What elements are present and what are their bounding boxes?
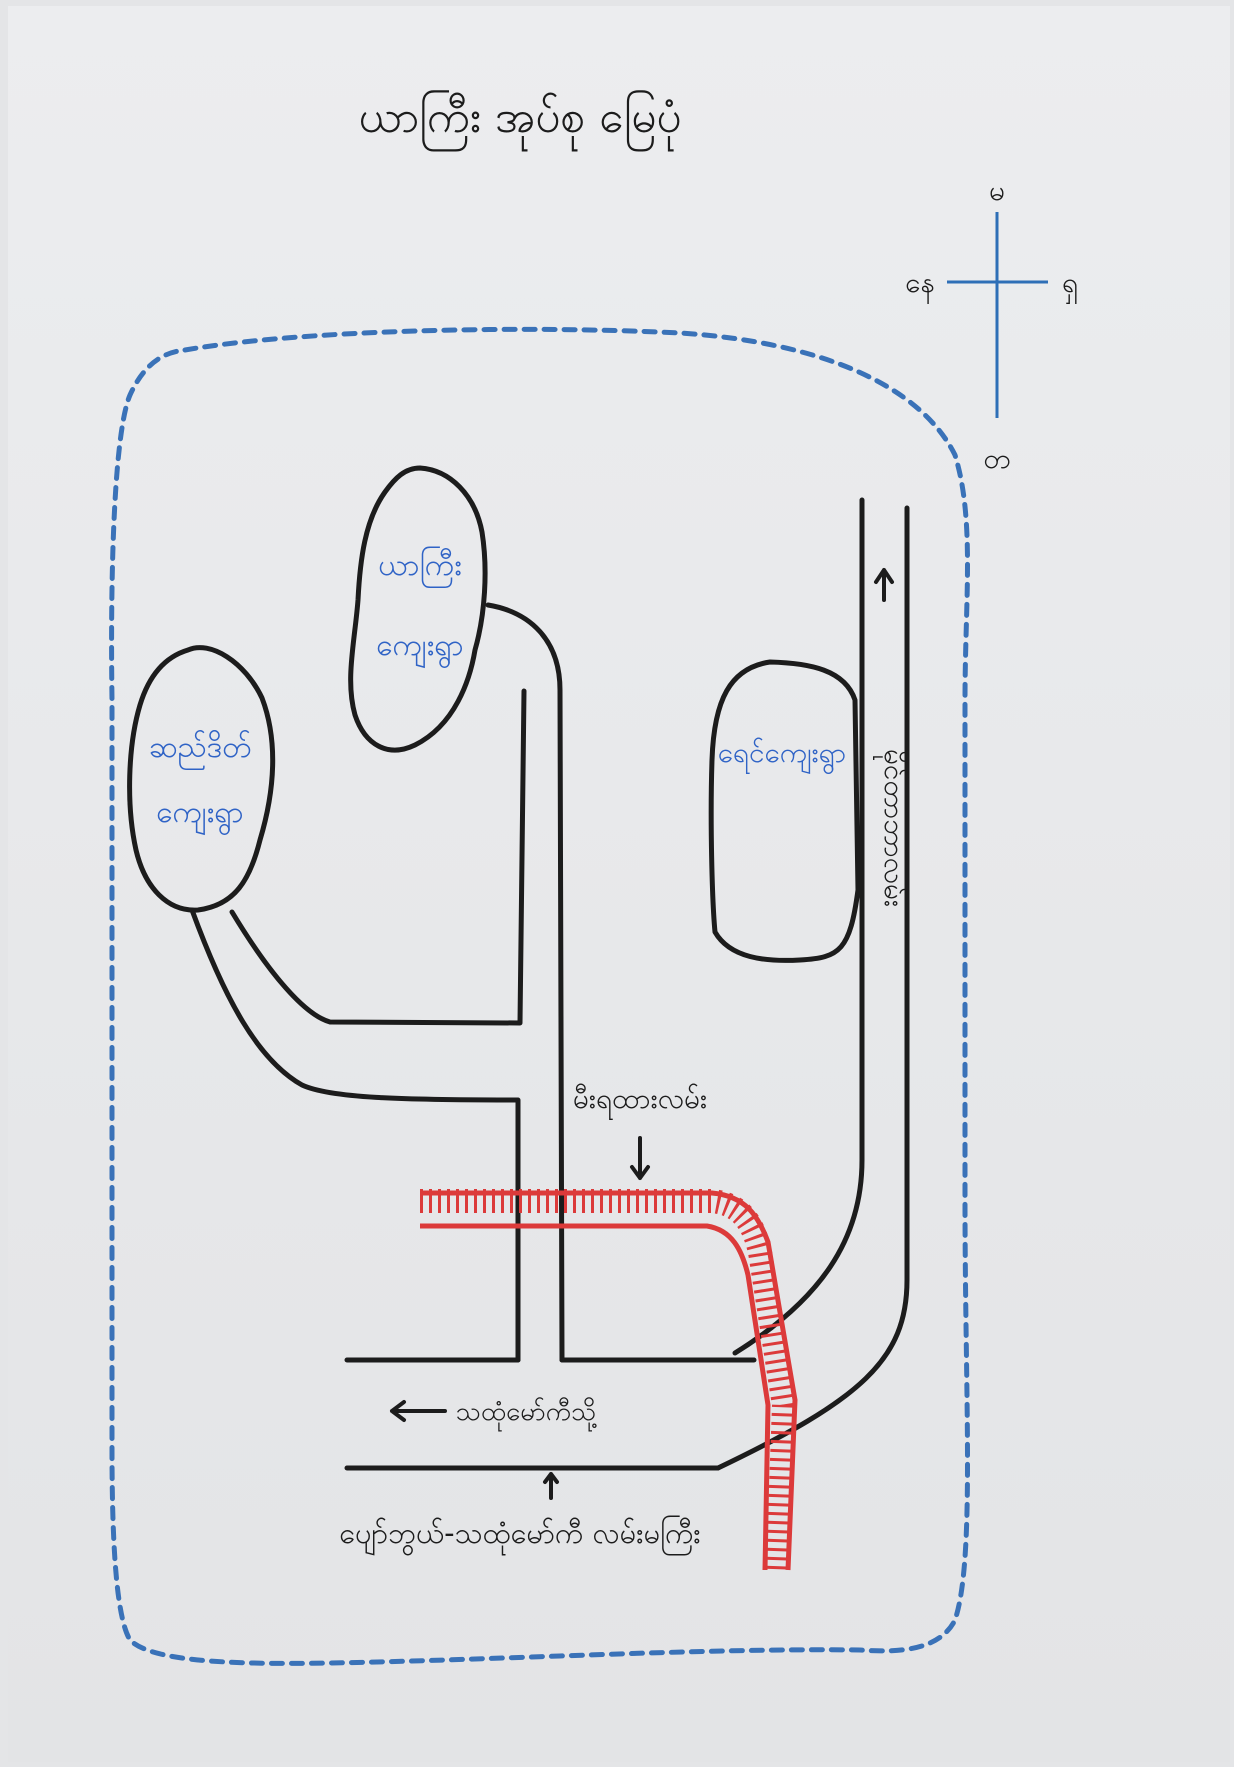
main-road-label: ပျော်ဘွယ်-သထုံမော်ကီ လမ်းမကြီး: [339, 1515, 701, 1556]
road-sanyetot-inner: [229, 688, 527, 1026]
compass-east-label: ရှ: [1062, 266, 1078, 305]
annotation-arrows: [390, 568, 894, 1500]
village-ywet-label: ရေင်ကျေးရွာ: [718, 735, 847, 775]
compass-north-label: မ: [989, 174, 1005, 207]
road-vertical-inner: [732, 497, 865, 1356]
boundary-dashed-line: [109, 326, 970, 1666]
village-sanyetot-line2: ကျေးရွာ: [156, 795, 244, 836]
map-title: ယာကြီး အုပ်စု မြေပုံ: [359, 90, 682, 152]
arrow-left-thaton: [390, 1400, 447, 1422]
road-vertical-outer: [715, 505, 910, 1471]
railway-line: [420, 1189, 798, 1571]
to-thaton-label: သထုံမော်ကီသို့: [456, 1396, 597, 1432]
railway-label: မီးရထားလမ်း: [573, 1081, 707, 1121]
arrow-up-main-road: [543, 1472, 559, 1500]
village-sanyetot-line1: ဆည်ဒိတ်: [149, 730, 252, 771]
arrow-down-railway: [630, 1136, 650, 1180]
road-network: [189, 497, 910, 1471]
village-yagyi-line1: ယာကြီး: [378, 546, 461, 589]
road-yagyi-outer: [485, 602, 565, 1363]
village-blob-sanyetot: [127, 645, 276, 913]
compass-south-label: တ: [983, 442, 1011, 475]
compass-west-label: နေ: [905, 266, 935, 305]
village-blob-ywet: [708, 659, 861, 963]
road-sanyetot-outer: [189, 907, 521, 1363]
arrow-up-vertical-road: [874, 568, 894, 602]
village-yagyi-line2: ကျေးရွာ: [376, 628, 464, 669]
village-blob-yagyi: [348, 465, 488, 753]
compass-rose: မ တ ရှ နေ: [905, 174, 1078, 475]
vertical-road-label: မိုင်တာဘာလမ်း: [872, 749, 912, 907]
